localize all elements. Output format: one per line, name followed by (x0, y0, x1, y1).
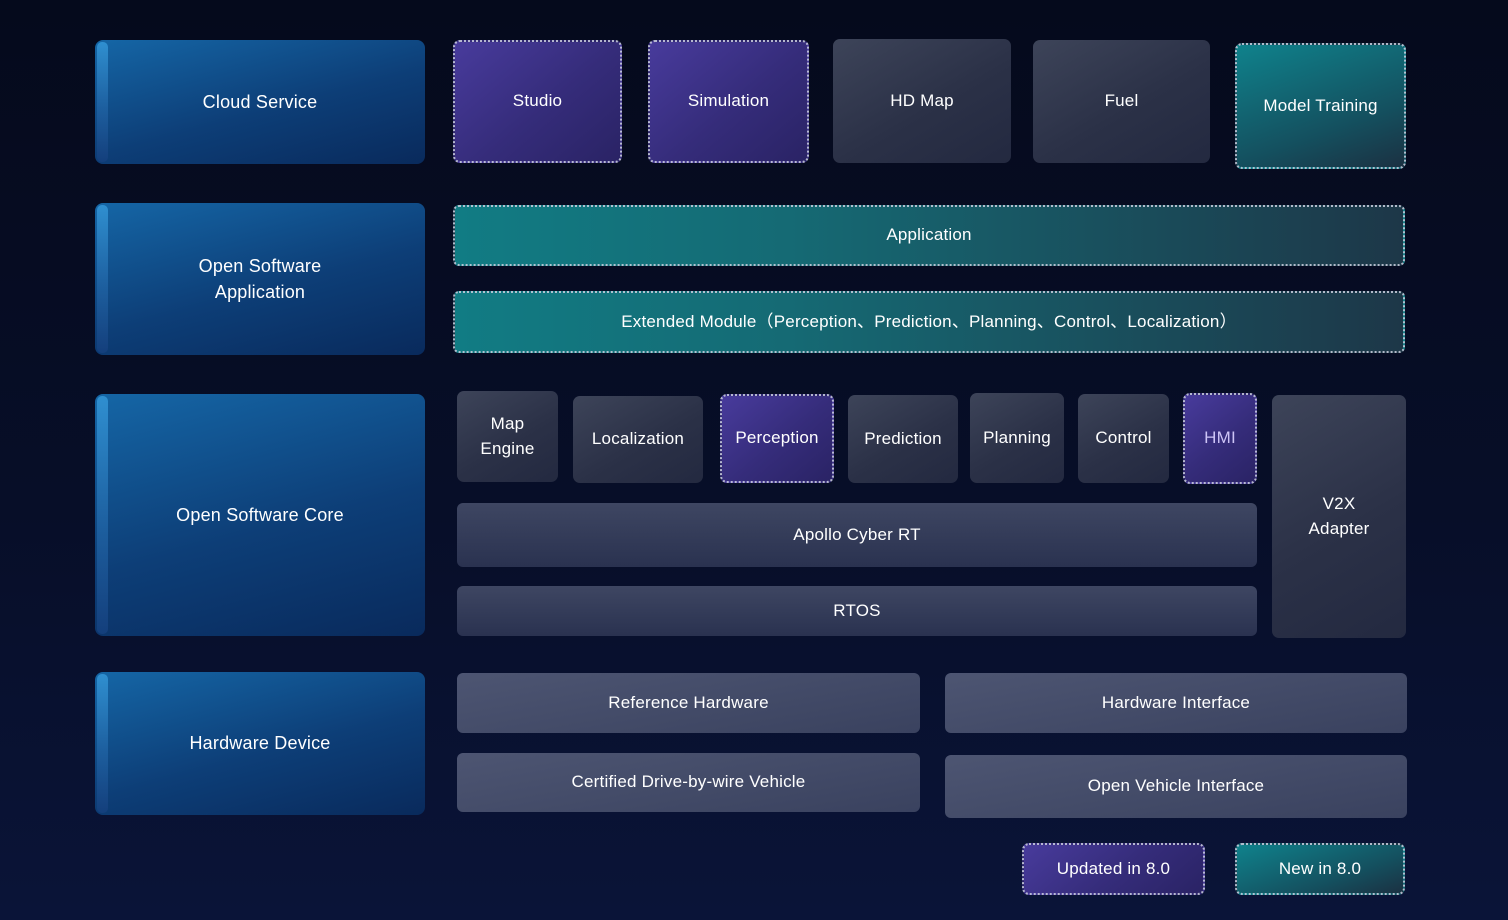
rtos-bar: RTOS (457, 586, 1257, 636)
accent-stripe (97, 396, 108, 634)
hardware-device-box: Hardware Device (95, 672, 425, 815)
extended-module-label: Extended Module（Perception、Prediction、Pl… (621, 311, 1237, 331)
extended-module-bar: Extended Module（Perception、Prediction、Pl… (453, 291, 1405, 353)
legend-new-badge: New in 8.0 (1235, 843, 1405, 895)
model-training-box: Model Training (1235, 43, 1406, 169)
hardware-device-label: Hardware Device (189, 733, 331, 754)
prediction-box: Prediction (848, 395, 958, 483)
map-engine-box: Map Engine (457, 391, 558, 482)
accent-stripe (97, 42, 108, 162)
hmi-box: HMI (1183, 393, 1257, 484)
hmi-label: HMI (1204, 428, 1236, 448)
certified-drive-by-wire-vehicle-bar: Certified Drive-by-wire Vehicle (457, 753, 920, 812)
apollo-cyber-rt-label: Apollo Cyber RT (793, 524, 921, 544)
apollo-cyber-rt-bar: Apollo Cyber RT (457, 503, 1257, 567)
studio-label: Studio (512, 91, 563, 111)
simulation-label: Simulation (687, 91, 770, 111)
open-software-core-label: Open Software Core (176, 504, 344, 525)
control-label: Control (1095, 428, 1152, 448)
certified-drive-by-wire-vehicle-label: Certified Drive-by-wire Vehicle (571, 772, 806, 792)
fuel-label: Fuel (1104, 91, 1139, 111)
open-vehicle-interface-bar: Open Vehicle Interface (945, 755, 1407, 818)
prediction-label: Prediction (864, 428, 942, 448)
hd-map-box: HD Map (833, 39, 1011, 163)
open-vehicle-interface-label: Open Vehicle Interface (1087, 776, 1265, 796)
legend-new-label: New in 8.0 (1278, 858, 1362, 878)
accent-stripe (97, 205, 108, 353)
planning-label: Planning (983, 427, 1051, 447)
open-software-application-label: Open Software Application (198, 255, 322, 302)
localization-box: Localization (573, 396, 703, 483)
legend-updated-label: Updated in 8.0 (1056, 858, 1171, 878)
map-engine-label: Map Engine (480, 413, 535, 458)
reference-hardware-bar: Reference Hardware (457, 673, 920, 733)
perception-box: Perception (720, 394, 834, 483)
control-box: Control (1078, 394, 1169, 483)
simulation-box: Simulation (648, 40, 809, 163)
hardware-interface-bar: Hardware Interface (945, 673, 1407, 733)
studio-box: Studio (453, 40, 622, 163)
application-bar: Application (453, 205, 1405, 266)
legend-updated-badge: Updated in 8.0 (1022, 843, 1205, 895)
planning-box: Planning (970, 393, 1064, 483)
fuel-box: Fuel (1033, 40, 1210, 163)
rtos-label: RTOS (833, 600, 881, 620)
cloud-service-box: Cloud Service (95, 40, 425, 164)
v2x-adapter-box: V2X Adapter (1272, 395, 1406, 638)
open-software-application-box: Open Software Application (95, 203, 425, 355)
localization-label: Localization (591, 429, 685, 449)
accent-stripe (97, 674, 108, 813)
hd-map-label: HD Map (890, 90, 954, 110)
reference-hardware-label: Reference Hardware (608, 692, 769, 712)
open-software-core-box: Open Software Core (95, 394, 425, 636)
model-training-label: Model Training (1263, 95, 1378, 115)
hardware-interface-label: Hardware Interface (1101, 692, 1251, 712)
v2x-adapter-label: V2X Adapter (1308, 493, 1370, 538)
perception-label: Perception (735, 428, 819, 448)
cloud-service-label: Cloud Service (202, 91, 318, 112)
application-label: Application (886, 225, 972, 245)
